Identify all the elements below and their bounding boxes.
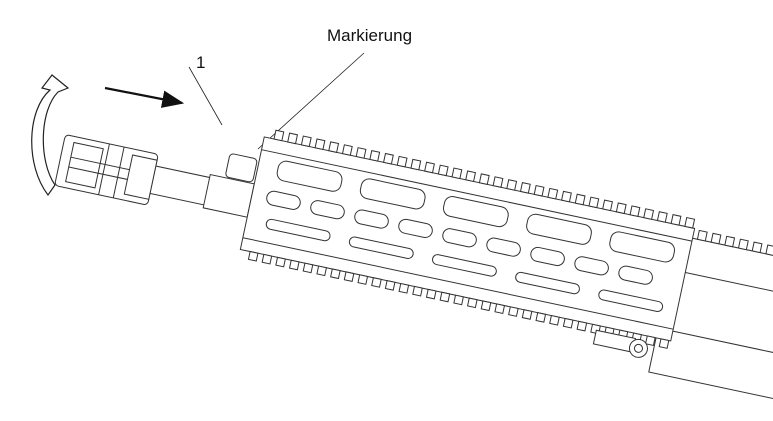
rifle-assembly (54, 129, 773, 415)
rail-tooth (519, 182, 531, 194)
handguard-slot (276, 160, 343, 192)
rail-tooth (602, 199, 613, 212)
keyhole-slot (574, 256, 609, 276)
rail-tooth (382, 152, 394, 165)
keyhole-slot (266, 190, 301, 210)
rail-tooth (549, 314, 560, 326)
handguard (239, 129, 696, 349)
marking-label: Markierung (327, 26, 413, 45)
rail-tooth (576, 320, 588, 332)
handguard-slot (359, 178, 426, 210)
part-1-nut (225, 153, 258, 183)
rail-tooth (710, 232, 722, 245)
keyhole-slot (354, 209, 389, 229)
rail-tooth (751, 241, 763, 254)
rail-tooth (330, 268, 341, 280)
rail-tooth (437, 164, 449, 177)
keyhole-slot (442, 228, 477, 248)
rail-tooth (341, 144, 353, 156)
handguard-slot (515, 271, 580, 295)
rail-tooth (670, 214, 682, 226)
rail-tooth (547, 187, 559, 200)
rail-tooth (396, 155, 408, 168)
rail-tooth (562, 317, 574, 329)
rail-tooth (533, 184, 545, 197)
rail-tooth (424, 161, 435, 174)
rail-tooth (425, 288, 437, 300)
rail-tooth (314, 138, 326, 151)
rail-tooth (384, 280, 396, 291)
rail-tooth (494, 303, 506, 315)
leader-line-part-1 (188, 66, 223, 126)
rail-tooth (644, 335, 656, 347)
rail-tooth (535, 312, 547, 323)
rail-tooth (765, 244, 773, 257)
rail-tooth (275, 256, 286, 268)
rail-tooth (588, 196, 600, 209)
rail-tooth (273, 129, 285, 142)
rail-tooth (615, 202, 627, 215)
rail-tooth (439, 291, 451, 303)
handguard-slot (598, 289, 664, 312)
push-direction-arrow-icon (104, 86, 185, 108)
part-number-label: 1 (196, 53, 206, 72)
rail-tooth (521, 309, 533, 320)
rail-tooth (288, 259, 300, 271)
rail-tooth (451, 167, 463, 180)
rail-tooth (684, 216, 696, 229)
rail-tooth (629, 205, 641, 217)
handguard-slot (609, 231, 676, 263)
rail-tooth (656, 211, 668, 223)
rail-tooth (287, 132, 299, 145)
rail-tooth (398, 282, 410, 294)
handguard-slot (265, 218, 331, 242)
leader-line-marking (257, 52, 365, 150)
rail-tooth (261, 253, 273, 265)
rail-tooth (302, 262, 314, 274)
rail-tooth (508, 306, 519, 317)
rail-tooth (480, 300, 492, 312)
rail-tooth (369, 150, 381, 162)
rail-tooth (466, 297, 478, 309)
keyhole-slot (486, 237, 521, 257)
rail-tooth (357, 274, 369, 285)
rail-tooth (316, 265, 328, 277)
rail-tooth (561, 190, 572, 203)
handguard-slot (442, 196, 509, 228)
upper-receiver (648, 229, 773, 415)
flash-hider (54, 134, 159, 205)
rail-tooth (478, 173, 490, 185)
keyhole-slot (618, 265, 653, 285)
rail-tooth (506, 179, 518, 191)
rail-tooth (343, 271, 355, 282)
rail-tooth (643, 208, 655, 220)
rail-tooth (453, 294, 464, 306)
keyhole-slot (398, 218, 433, 238)
rail-tooth (465, 170, 477, 183)
rail-tooth (574, 193, 586, 206)
rail-tooth (371, 277, 382, 288)
rail-tooth (737, 238, 749, 251)
rail-tooth (328, 141, 340, 153)
rail-tooth (410, 158, 422, 171)
rail-tooth (492, 176, 504, 188)
keyhole-slot (310, 200, 345, 220)
handguard-slot (432, 254, 497, 277)
rail-tooth (724, 235, 736, 248)
rail-tooth (658, 338, 670, 349)
keyhole-slot (530, 246, 565, 267)
rotation-arrow-icon (31, 74, 70, 197)
rail-tooth (696, 229, 708, 242)
rail-tooth (247, 250, 259, 262)
sling-swivel (592, 329, 648, 358)
handguard-slot (526, 213, 592, 245)
rail-tooth (412, 285, 423, 297)
rail-tooth (355, 147, 367, 159)
rail-tooth (300, 135, 312, 148)
handguard-slot (348, 236, 414, 259)
